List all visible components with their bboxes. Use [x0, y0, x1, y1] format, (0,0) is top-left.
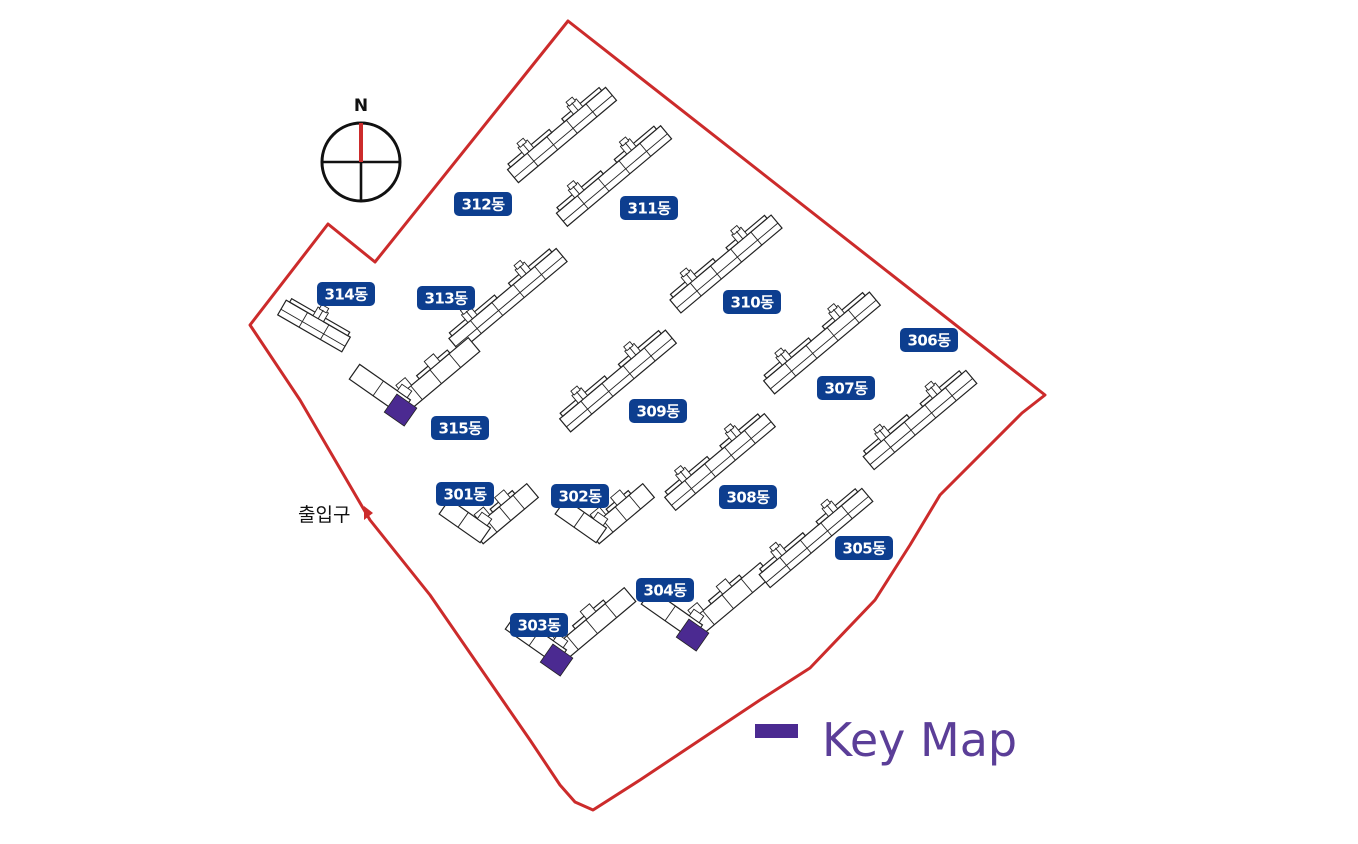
building-label-text: 301동	[443, 486, 487, 504]
building-label-307[interactable]: 307동	[817, 376, 875, 400]
building-label-text: 304동	[643, 582, 687, 600]
building-label-text: 311동	[627, 200, 671, 218]
building-306-footprint[interactable]	[854, 360, 978, 471]
building-label-text: 315동	[438, 420, 482, 438]
building-label-306[interactable]: 306동	[900, 328, 958, 352]
building-label-313[interactable]: 313동	[417, 286, 475, 310]
north-compass: N	[320, 96, 402, 203]
building-label-314[interactable]: 314동	[317, 282, 375, 306]
building-302-footprint[interactable]	[554, 476, 656, 545]
building-314-footprint[interactable]	[276, 288, 358, 353]
key-map-unit	[675, 618, 710, 652]
building-label-text: 314동	[324, 286, 368, 304]
building-label-text: 306동	[907, 332, 951, 350]
building-301-footprint[interactable]	[438, 476, 540, 545]
building-305-footprint[interactable]	[750, 478, 874, 589]
building-label-text: 303동	[517, 617, 561, 635]
building-label-303[interactable]: 303동	[510, 613, 568, 637]
compass-north-label: N	[354, 96, 368, 116]
building-label-301[interactable]: 301동	[436, 482, 494, 506]
key-map-legend: Key Map	[755, 713, 1017, 767]
building-label-310[interactable]: 310동	[723, 290, 781, 314]
site-boundary	[248, 19, 1047, 812]
building-315-footprint[interactable]	[345, 330, 481, 427]
building-307-footprint[interactable]	[755, 281, 882, 395]
entrance-marker: 출입구	[298, 504, 373, 526]
building-313-footprint[interactable]	[440, 238, 568, 353]
key-map-unit	[539, 643, 574, 677]
key-map-unit	[383, 393, 418, 427]
building-label-309[interactable]: 309동	[629, 399, 687, 423]
building-label-315[interactable]: 315동	[431, 416, 489, 440]
building-label-text: 312동	[461, 196, 505, 214]
building-304-footprint[interactable]	[637, 555, 773, 652]
building-label-305[interactable]: 305동	[835, 536, 893, 560]
building-309-footprint[interactable]	[551, 319, 678, 433]
building-308-footprint[interactable]	[656, 403, 777, 512]
building-label-text: 302동	[558, 488, 602, 506]
building-labels-layer: 301동 302동 303동 304동 305동 306동 307동 308동 309동 310동…	[317, 192, 958, 637]
buildings-layer	[276, 77, 978, 677]
building-label-311[interactable]: 311동	[620, 196, 678, 220]
entrance-arrow-icon	[364, 506, 373, 520]
key-map-swatch	[755, 724, 798, 738]
building-label-text: 309동	[636, 403, 680, 421]
building-label-312[interactable]: 312동	[454, 192, 512, 216]
building-310-footprint[interactable]	[661, 204, 783, 314]
building-label-text: 308동	[726, 489, 770, 507]
building-label-text: 307동	[824, 380, 868, 398]
key-map-label: Key Map	[822, 713, 1017, 767]
building-label-308[interactable]: 308동	[719, 485, 777, 509]
entrance-label: 출입구	[298, 504, 350, 526]
building-label-text: 305동	[842, 540, 886, 558]
building-label-302[interactable]: 302동	[551, 484, 609, 508]
building-label-304[interactable]: 304동	[636, 578, 694, 602]
building-311-footprint[interactable]	[547, 115, 673, 228]
building-label-text: 313동	[424, 290, 468, 308]
building-312-footprint[interactable]	[499, 77, 618, 184]
building-label-text: 310동	[730, 294, 774, 312]
